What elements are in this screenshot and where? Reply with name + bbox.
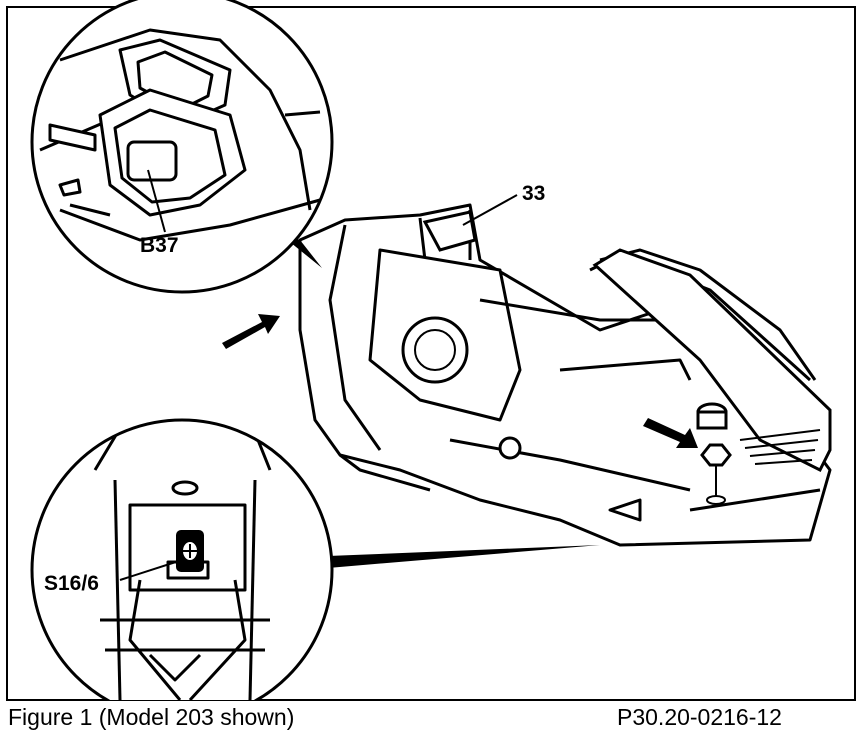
pedal-assembly-diagram: B37 33 S16/6 bbox=[30, 0, 832, 700]
figure-caption: Figure 1 (Model 203 shown) bbox=[8, 704, 295, 730]
detail-circle-b37: B37 bbox=[30, 0, 334, 294]
callout-33-leader bbox=[462, 194, 518, 226]
detail-pointer-bottom bbox=[328, 545, 600, 568]
detail-circle-s16-6: S16/6 bbox=[30, 418, 334, 700]
pivot-pin bbox=[498, 436, 522, 460]
retaining-nut bbox=[696, 402, 732, 505]
callout-33: 33 bbox=[522, 182, 545, 205]
direction-arrow-left bbox=[222, 314, 280, 349]
pedal-pad bbox=[592, 248, 832, 473]
direction-arrow-right bbox=[643, 418, 698, 448]
figure-reference-id: P30.20-0216-12 bbox=[617, 704, 782, 730]
callout-s16-6: S16/6 bbox=[44, 572, 99, 595]
switch-bracket bbox=[422, 210, 477, 252]
housing-boss bbox=[401, 316, 469, 384]
callout-b37: B37 bbox=[140, 234, 179, 257]
